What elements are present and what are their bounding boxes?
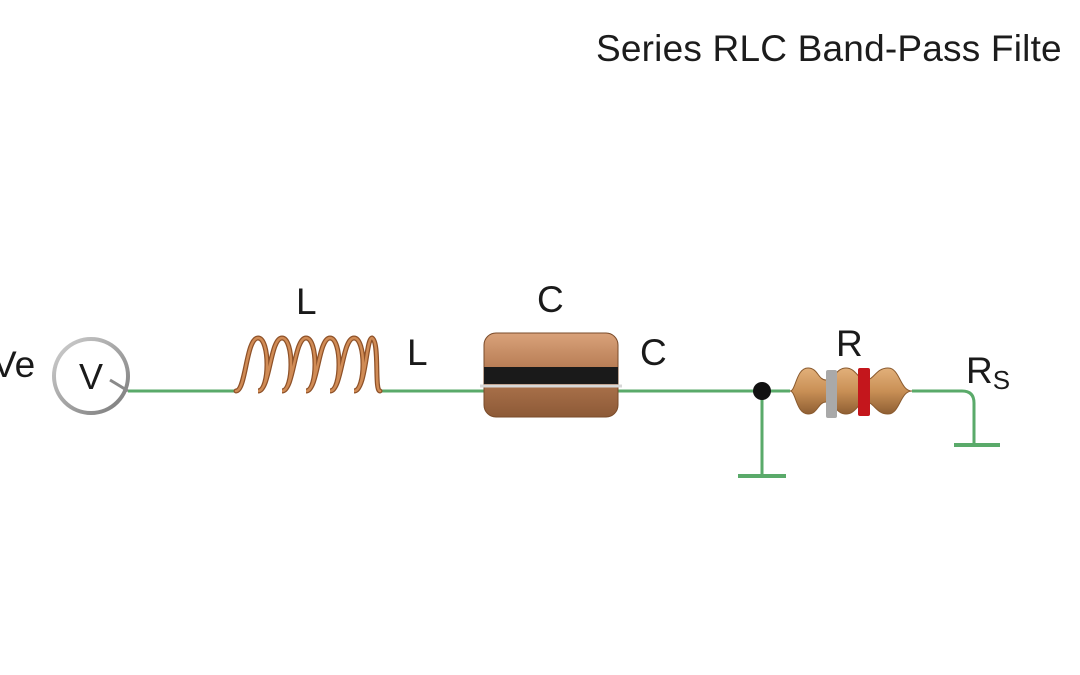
capacitor-body — [480, 332, 622, 418]
source-label: Ve — [0, 344, 36, 385]
wires — [128, 389, 976, 476]
diagram-title: Series RLC Band-Pass Filte — [596, 28, 1062, 69]
wire-resistor-to-ground — [912, 389, 976, 444]
voltmeter-icon — [52, 337, 130, 415]
sense-resistor-letter: R — [966, 350, 993, 391]
resistor-body — [789, 367, 913, 418]
capacitor-label-top: C — [537, 279, 564, 320]
capacitor-label-right: C — [640, 332, 667, 373]
resistor-band-grey — [826, 370, 837, 418]
inductor-label-top: L — [296, 281, 317, 322]
resistor-label: R — [836, 323, 863, 364]
resistor-band-red — [858, 368, 870, 416]
sense-resistor-subscript: S — [992, 365, 1011, 395]
meter-label: V — [78, 356, 103, 397]
inductor-coil — [233, 335, 383, 394]
capacitor-band — [484, 367, 618, 384]
sense-resistor-label: RS — [966, 352, 1010, 393]
inductor-label-right: L — [407, 332, 428, 373]
junction-node — [753, 382, 771, 400]
